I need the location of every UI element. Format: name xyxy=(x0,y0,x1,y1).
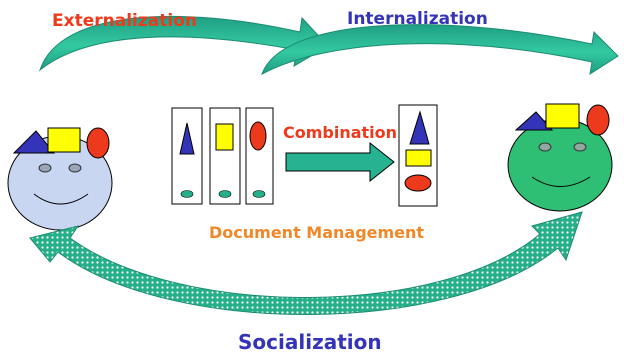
document-management-label: Document Management xyxy=(209,223,425,242)
person-head-icon xyxy=(507,103,613,212)
ellipse-icon xyxy=(404,174,432,192)
right-eye xyxy=(68,163,82,173)
triangle-icon xyxy=(514,111,554,131)
smile xyxy=(33,193,89,205)
smile xyxy=(531,176,591,187)
square-icon xyxy=(47,127,81,153)
externalization-label: Externalization xyxy=(52,11,197,31)
ellipse-icon xyxy=(249,121,267,151)
document-icon xyxy=(209,107,241,205)
square-icon xyxy=(405,149,432,167)
combination-label: Combination xyxy=(283,123,398,142)
left-eye xyxy=(538,142,552,152)
combined-document xyxy=(398,104,438,207)
triangle-icon xyxy=(409,110,430,145)
combination-arrow xyxy=(285,141,395,183)
ellipse-icon xyxy=(86,127,110,159)
socialization-label: Socialization xyxy=(238,330,382,354)
document-icon xyxy=(171,107,203,205)
person-head-icon xyxy=(7,127,113,231)
externalization-arrow xyxy=(38,15,329,72)
doc-dot xyxy=(218,190,232,198)
triangle-icon xyxy=(179,122,195,155)
doc-dot xyxy=(252,190,266,198)
document-1 xyxy=(171,107,203,205)
square-icon xyxy=(215,123,234,151)
socialization-arrow xyxy=(29,211,583,315)
internalization-arrow xyxy=(261,24,619,76)
document-icon xyxy=(245,107,274,205)
doc-dot xyxy=(180,190,194,198)
document-2 xyxy=(209,107,241,205)
triangle-icon xyxy=(12,130,56,154)
internalization-label: Internalization xyxy=(347,9,488,29)
right-eye xyxy=(573,142,587,152)
square-icon xyxy=(545,103,580,129)
ellipse-icon xyxy=(586,104,610,136)
left-eye xyxy=(38,163,52,173)
